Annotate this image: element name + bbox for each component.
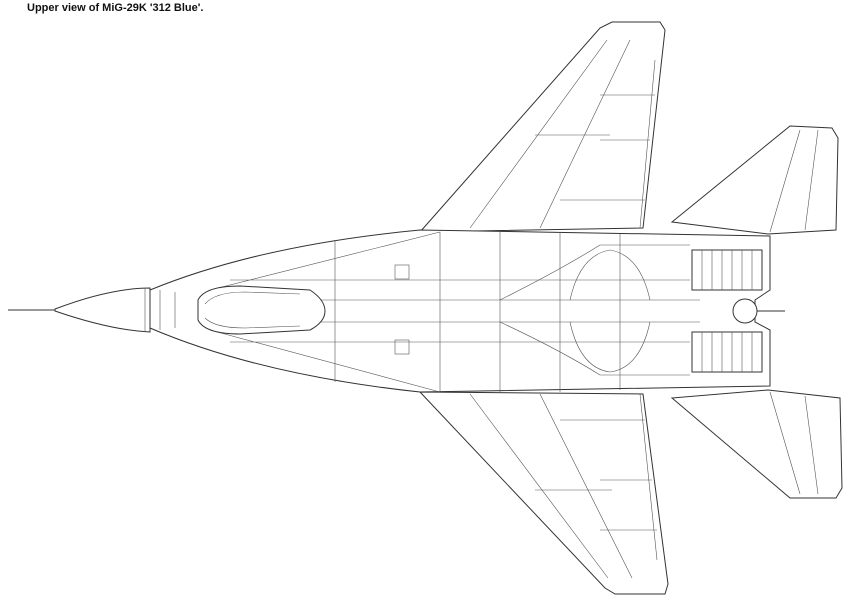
upper-stabilizer xyxy=(670,125,839,235)
cockpit xyxy=(197,285,326,335)
engine-nozzles xyxy=(691,249,785,373)
nose-cone xyxy=(8,287,176,333)
upper-wing xyxy=(418,21,666,233)
lower-stabilizer xyxy=(670,389,843,499)
lower-wing xyxy=(418,391,669,595)
figure-caption: Upper view of MiG-29K '312 Blue'. xyxy=(27,2,204,14)
fuselage xyxy=(149,229,771,393)
